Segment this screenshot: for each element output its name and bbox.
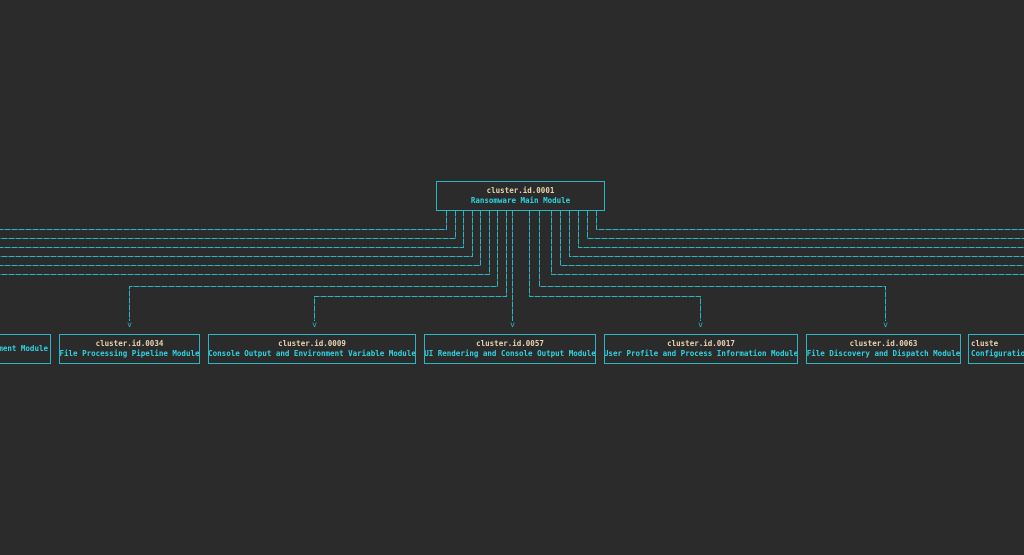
edge-offscreen-right bbox=[551, 210, 1024, 275]
edge-to-file-discovery-dispatch bbox=[539, 210, 886, 321]
edge-offscreen-right bbox=[578, 210, 1024, 248]
arrow-head: v bbox=[698, 320, 703, 329]
edge-offscreen-right bbox=[560, 210, 1024, 266]
edge-offscreen-left bbox=[0, 210, 456, 239]
root-node-title: Ransomware Main Module bbox=[470, 196, 571, 205]
child-node-title: File Processing Pipeline Module bbox=[59, 349, 200, 358]
edge-offscreen-right bbox=[569, 210, 1024, 257]
edge-offscreen-left bbox=[0, 210, 490, 275]
child-node-title: Configuratio bbox=[971, 349, 1024, 358]
child-node-id: cluster.id.0057 bbox=[476, 339, 544, 348]
child-node-clipped-right[interactable]: cluste Configuratio bbox=[968, 334, 1024, 364]
root-node-id: cluster.id.0001 bbox=[486, 186, 555, 195]
edge-offscreen-left bbox=[0, 210, 447, 230]
arrow-head: v bbox=[127, 320, 132, 329]
edge-to-console-output-env bbox=[314, 210, 507, 321]
child-node-id: cluste bbox=[971, 339, 999, 348]
arrow-head: v bbox=[510, 320, 515, 329]
edge-offscreen-right bbox=[596, 210, 1024, 230]
root-node[interactable]: cluster.id.0001 Ransomware Main Module bbox=[436, 181, 605, 211]
child-node-title: ment Module bbox=[0, 344, 48, 353]
child-node-title: File Discovery and Dispatch Module bbox=[806, 349, 961, 358]
child-node-id: cluster.id.0034 bbox=[95, 339, 164, 348]
child-node-console-output-env[interactable]: cluster.id.0009 Console Output and Envir… bbox=[208, 334, 416, 364]
child-node-user-profile-process[interactable]: cluster.id.0017 User Profile and Process… bbox=[604, 334, 798, 364]
edge-offscreen-left bbox=[0, 210, 464, 248]
edge-offscreen-left bbox=[0, 210, 481, 266]
child-node-id: cluster.id.0009 bbox=[278, 339, 346, 348]
child-node-id: cluster.id.0017 bbox=[667, 339, 735, 348]
edge-offscreen-right bbox=[587, 210, 1024, 239]
edge-to-file-processing-pipeline bbox=[129, 210, 498, 321]
child-node-ui-rendering[interactable]: cluster.id.0057 UI Rendering and Console… bbox=[424, 334, 596, 364]
arrow-head: v bbox=[312, 320, 317, 329]
child-node-title: User Profile and Process Information Mod… bbox=[604, 349, 798, 358]
child-node-title: UI Rendering and Console Output Module bbox=[424, 349, 596, 358]
arrow-head: v bbox=[883, 320, 888, 329]
child-node-file-discovery-dispatch[interactable]: cluster.id.0063 File Discovery and Dispa… bbox=[806, 334, 961, 364]
child-node-id: cluster.id.0063 bbox=[849, 339, 918, 348]
child-node-file-processing-pipeline[interactable]: cluster.id.0034 File Processing Pipeline… bbox=[59, 334, 200, 364]
edge-offscreen-left bbox=[0, 210, 473, 257]
edge-to-user-profile-process bbox=[529, 210, 701, 321]
child-node-title: Console Output and Environment Variable … bbox=[208, 349, 416, 358]
child-node-clipped-left[interactable]: ment Module bbox=[0, 334, 51, 364]
